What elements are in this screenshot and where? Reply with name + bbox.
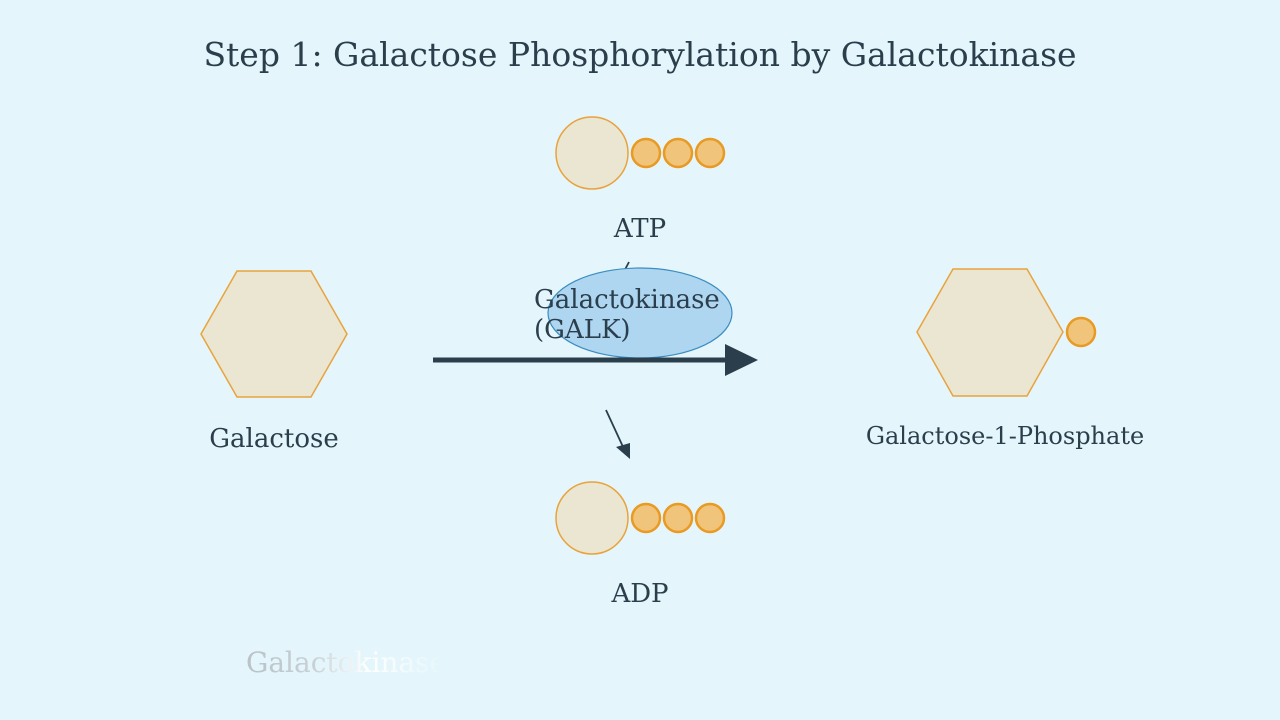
- fading-caption: Galactokinase: [246, 646, 446, 679]
- atp-label: ATP: [613, 214, 666, 244]
- adp-phosphate-2: [662, 502, 694, 534]
- galactose-label: Galactose: [209, 424, 338, 454]
- atp-phosphate-1: [630, 137, 662, 169]
- galactose-hexagon: [200, 270, 348, 398]
- adp-molecule: [555, 481, 726, 555]
- galactose-1-phosphate-molecule: [916, 268, 1097, 397]
- diagram-title: Step 1: Galactose Phosphorylation by Gal…: [203, 35, 1076, 74]
- adp-ribose: [555, 481, 629, 555]
- adp-output-arrow: [605, 409, 630, 459]
- reaction-arrow: [433, 344, 758, 376]
- product-label: Galactose-1-Phosphate: [866, 422, 1144, 450]
- adp-phosphate-3: [694, 502, 726, 534]
- product-phosphate: [1065, 316, 1097, 348]
- atp-phosphate-2: [662, 137, 694, 169]
- atp-ribose: [555, 116, 629, 190]
- adp-label: ADP: [610, 579, 668, 609]
- enzyme-label-line1: Galactokinase: [534, 285, 720, 315]
- adp-phosphate-1: [630, 502, 662, 534]
- atp-phosphate-3: [694, 137, 726, 169]
- enzyme-label-line2: (GALK): [534, 315, 631, 345]
- product-hexagon: [916, 268, 1064, 397]
- atp-molecule: [555, 116, 726, 190]
